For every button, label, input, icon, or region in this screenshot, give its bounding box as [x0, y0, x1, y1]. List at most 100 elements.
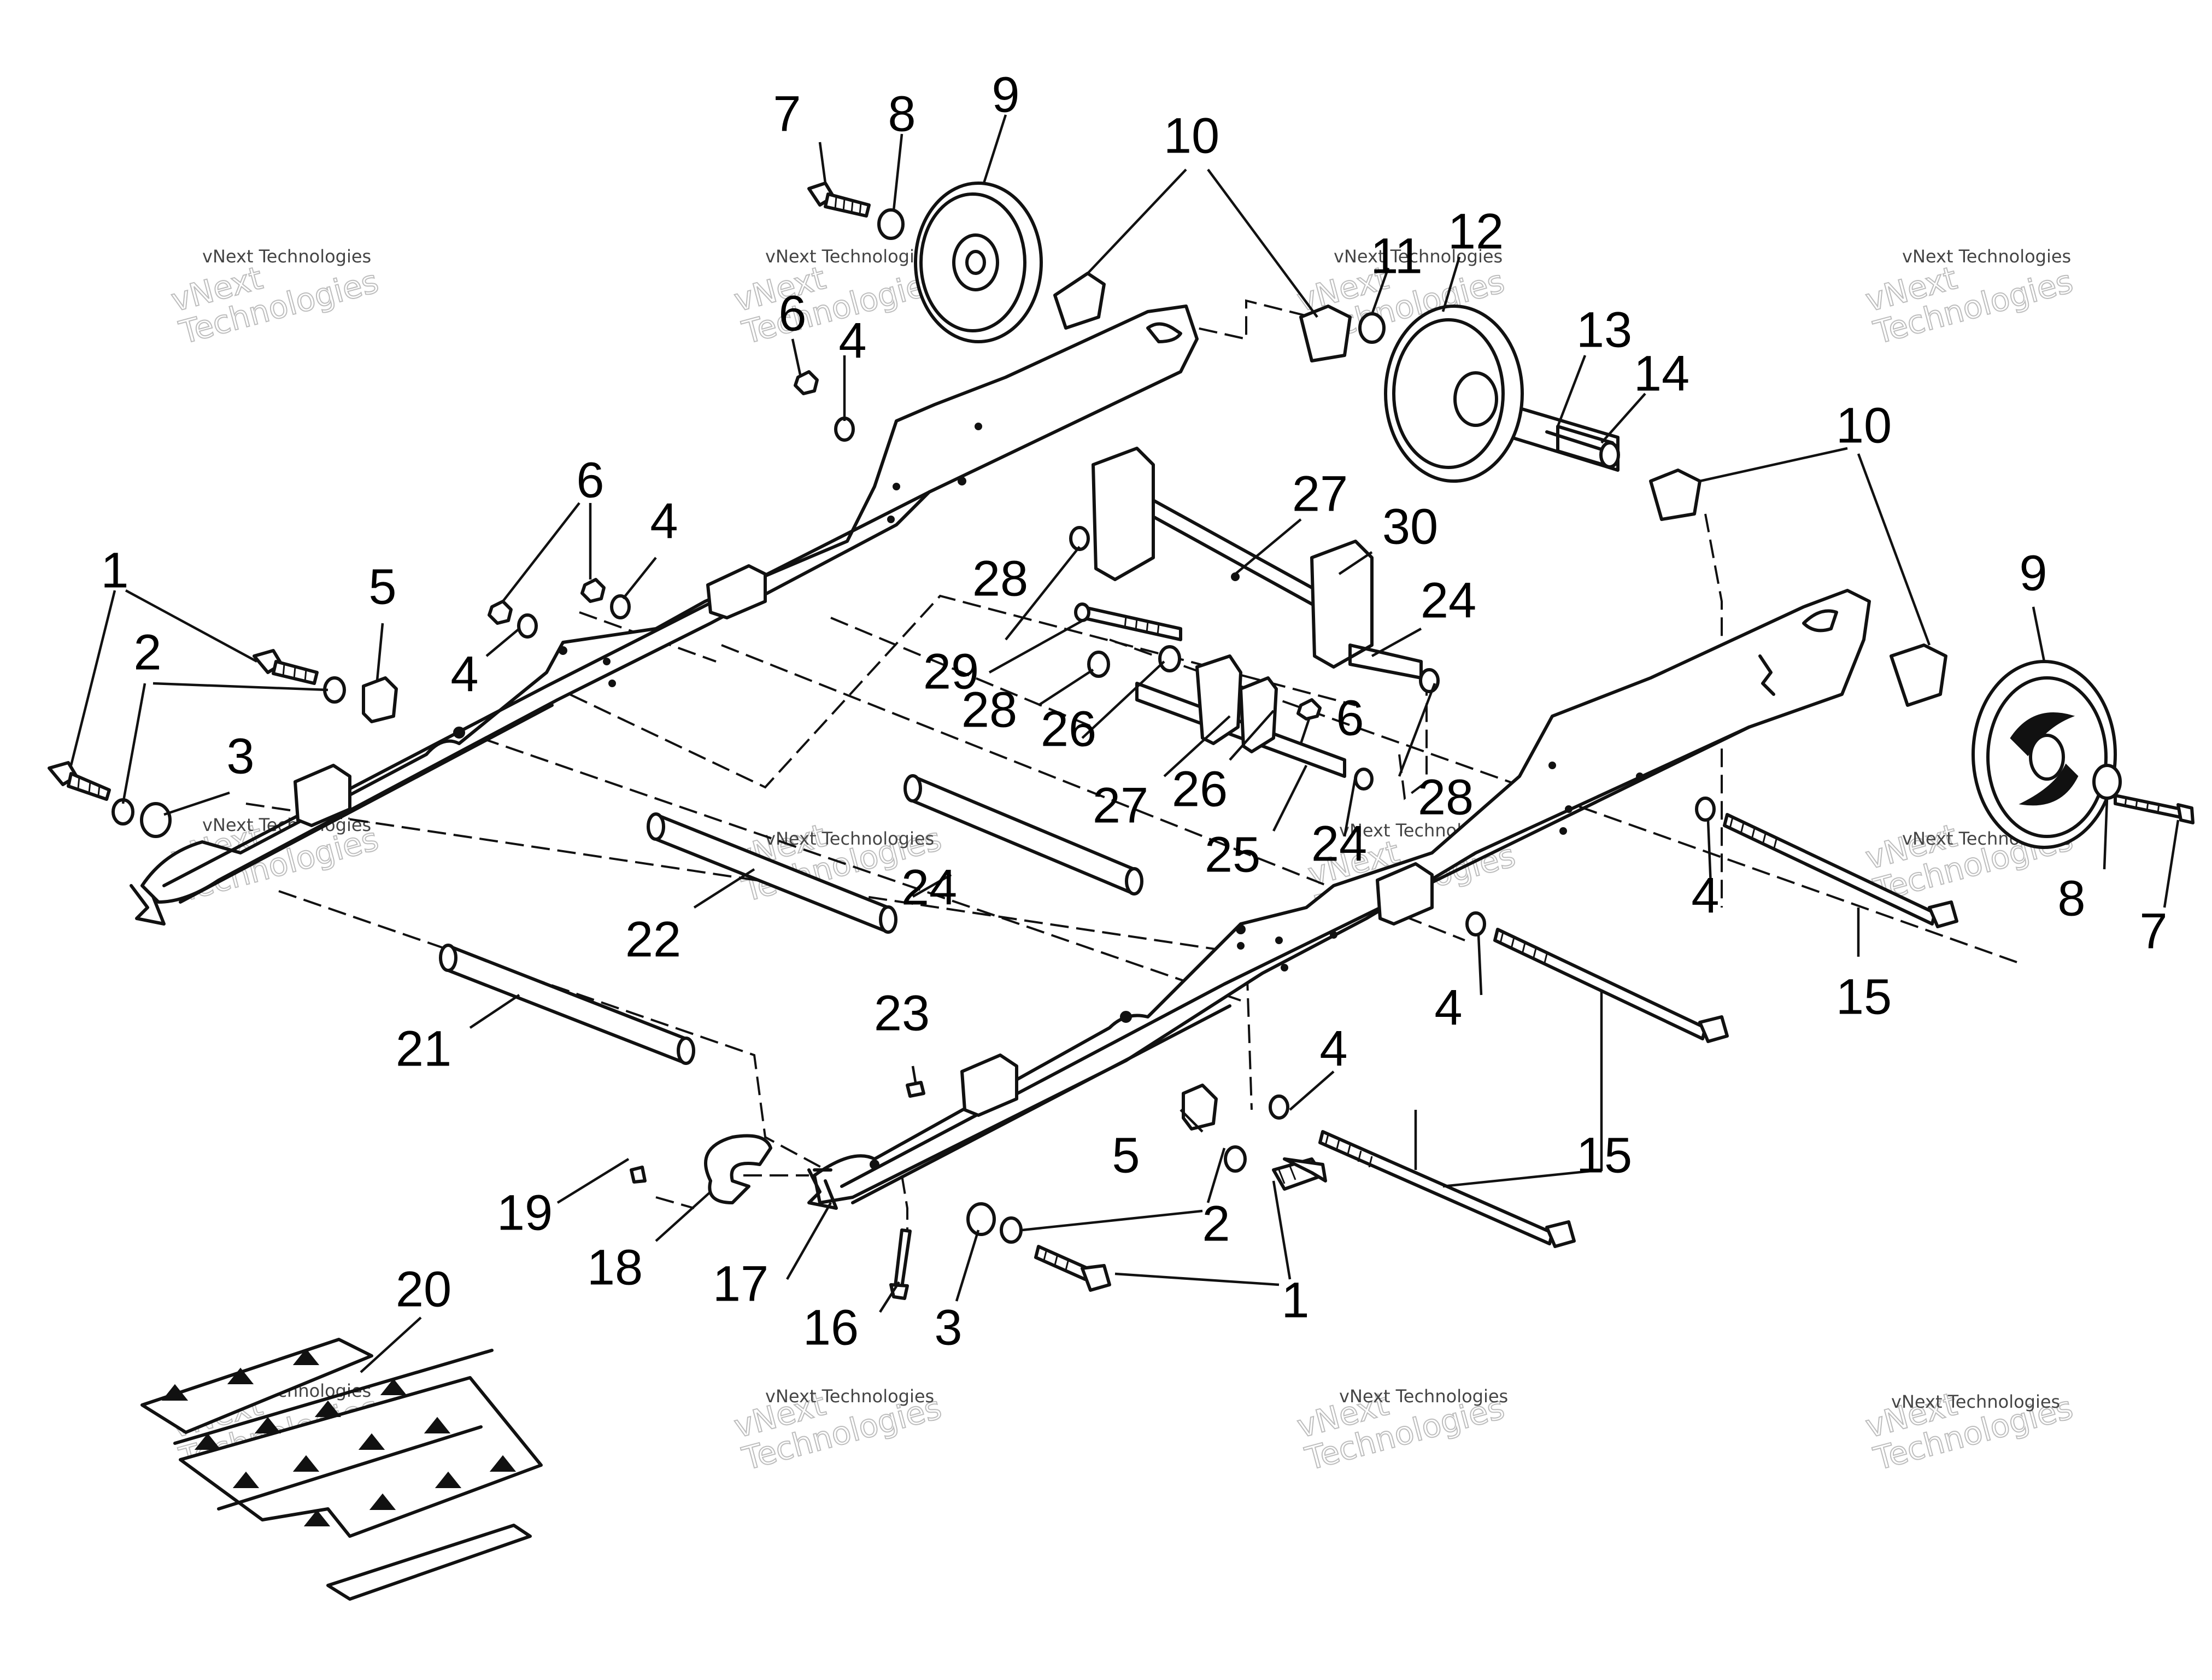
- callout-10: 10: [1164, 108, 1219, 163]
- callout-1: 1: [1281, 1272, 1309, 1328]
- callout-2: 2: [133, 624, 161, 680]
- washer-4-d: [1695, 797, 1716, 822]
- nut-6-d: [1296, 698, 1322, 721]
- cross-shaft-21: [439, 944, 695, 1065]
- bolt-7-lower: [2114, 794, 2195, 824]
- washer-4-f: [1269, 1094, 1289, 1120]
- slide-guide-18: [704, 1134, 772, 1204]
- watermark: vNextTechnologies vNext Technologies: [167, 246, 383, 352]
- callout-8: 8: [888, 86, 916, 142]
- watermark-text: vNext Technologies: [1902, 246, 2071, 267]
- callout-6: 6: [778, 285, 806, 341]
- callout-4: 4: [1434, 980, 1462, 1035]
- callout-19: 19: [497, 1185, 553, 1240]
- bolt-29: [1074, 602, 1182, 641]
- callout-26: 26: [1041, 701, 1096, 757]
- watermark-text: vNext Technologies: [202, 246, 371, 267]
- callout-8: 8: [2057, 870, 2085, 926]
- watermark-text: vNext Technologies: [1334, 246, 1503, 267]
- washer-4-e: [1465, 911, 1486, 936]
- idler-wheel-12: [1384, 305, 1620, 483]
- callout-28: 28: [972, 551, 1028, 606]
- watermark-text: vNext Technologies: [1339, 1386, 1508, 1407]
- bolt-1-a: [253, 649, 319, 685]
- washer-8-upper: [877, 208, 905, 240]
- bushing-10-b: [1299, 305, 1352, 362]
- bolt-15-middle: [1493, 928, 1729, 1043]
- shaft-27-26-25: [1069, 526, 1440, 791]
- callout-13: 13: [1576, 302, 1632, 358]
- callout-9: 9: [2019, 545, 2047, 601]
- watermark: vNextTechnologies vNext Technologies: [1293, 1356, 1509, 1478]
- watermark: vNextTechnologies vNext Technologies: [1861, 246, 2077, 352]
- callout-16: 16: [803, 1299, 859, 1355]
- callout-26: 26: [1172, 761, 1228, 817]
- callout-3: 3: [226, 728, 254, 784]
- nut-6-b: [580, 578, 606, 603]
- nut-6-c: [488, 600, 513, 625]
- callout-18: 18: [587, 1239, 643, 1295]
- callout-11: 11: [1370, 228, 1423, 284]
- callout-4: 4: [450, 646, 478, 702]
- nut-6-a: [794, 370, 819, 395]
- axle-13-14: [1545, 430, 1603, 451]
- washer-2-c: [1224, 1145, 1247, 1173]
- idler-wheel-9-upper: [914, 182, 1043, 343]
- cross-shaft-22: [647, 812, 897, 934]
- callout-24: 24: [1421, 572, 1476, 628]
- callout-9: 9: [991, 67, 1019, 122]
- watermark-text: vNext Technologies: [765, 246, 934, 267]
- track-section-20: [140, 1338, 543, 1601]
- callout-10: 10: [1836, 397, 1892, 453]
- shaft-30: [1092, 447, 1423, 680]
- callout-4: 4: [1691, 868, 1719, 923]
- rivet-23: [906, 1081, 925, 1098]
- washer-4-c: [517, 613, 538, 639]
- callout-20: 20: [396, 1261, 451, 1317]
- left-rail: [130, 305, 1199, 926]
- bolt-15-upper: [1723, 813, 1958, 928]
- spacer-5-a: [362, 676, 398, 723]
- callout-4: 4: [838, 313, 866, 368]
- callout-6: 6: [1336, 690, 1364, 746]
- callout-2: 2: [1202, 1196, 1230, 1251]
- callout-3: 3: [934, 1299, 962, 1355]
- callout-4: 4: [650, 493, 678, 549]
- callout-7: 7: [2139, 903, 2167, 959]
- right-rail: [807, 589, 1871, 1210]
- washer-3-b: [966, 1202, 996, 1236]
- watermark-text: vNextTechnologies: [730, 1356, 945, 1477]
- callout-4: 4: [1319, 1021, 1347, 1076]
- watermark: vNextTechnologies vNext Technologies: [730, 1356, 946, 1478]
- watermark-text: vNextTechnologies: [1861, 1356, 2076, 1477]
- callout-28: 28: [1418, 769, 1474, 825]
- callout-27: 27: [1093, 777, 1148, 833]
- bolt-7-upper: [807, 182, 871, 218]
- callout-24: 24: [1311, 816, 1367, 871]
- washer-4-a: [834, 417, 855, 442]
- bushing-10-a: [1053, 272, 1106, 330]
- callout-15: 15: [1836, 969, 1892, 1025]
- washer-2-d: [1000, 1216, 1023, 1244]
- spacer-5-b: [1182, 1084, 1218, 1131]
- watermark-text: vNext Technologies: [765, 1386, 934, 1407]
- bolt-1-c: [1272, 1157, 1327, 1191]
- callout-23: 23: [874, 985, 930, 1041]
- bolt-1-d: [1034, 1245, 1111, 1292]
- callout-29: 29: [923, 643, 979, 699]
- assembly-lines: [245, 299, 2017, 1236]
- callout-7: 7: [773, 86, 801, 142]
- bushing-10-c: [1649, 469, 1701, 521]
- watermark: vNextTechnologies vNext Technologies: [1861, 1356, 2077, 1478]
- bolt-1-b: [48, 761, 111, 801]
- callout-5: 5: [1112, 1127, 1140, 1183]
- callout-30: 30: [1382, 499, 1438, 554]
- watermark-text: vNextTechnologies: [1293, 1356, 1508, 1477]
- washer-4-b: [610, 594, 631, 619]
- washer-3-a: [140, 802, 172, 838]
- callout-14: 14: [1634, 346, 1689, 401]
- washer-8-lower: [2092, 764, 2122, 800]
- callout-28: 28: [961, 682, 1017, 737]
- callouts: 7 8 9 10 11 12 13 14 10 9 8 7 6 4 6 4 4 …: [101, 67, 2167, 1355]
